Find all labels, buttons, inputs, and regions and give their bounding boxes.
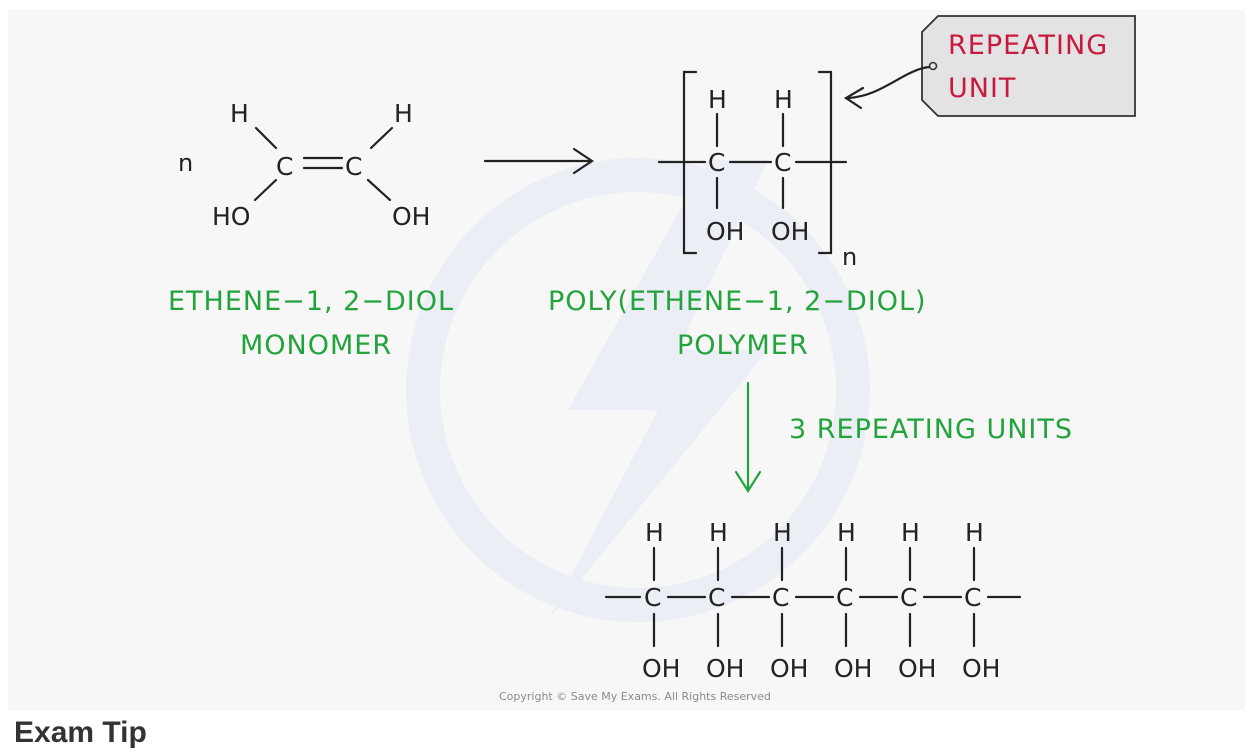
monomer-h-left: H [230,99,249,128]
tag-pointer-arrow [843,65,931,110]
chain-c: C [900,583,917,612]
copyright-notice: Copyright © Save My Exams. All Rights Re… [499,690,771,703]
expanded-polymer-chain: H C OH H C OH H C OH H C OH H [604,518,1022,683]
polymer-oh-left: OH [706,217,744,246]
reaction-arrow [483,147,594,175]
chain-oh: OH [770,654,808,683]
repeating-unit-tag-line2: UNIT [948,73,1016,104]
chain-c: C [644,583,661,612]
chain-oh: OH [706,654,744,683]
polymer-c-right: C [774,148,791,177]
chain-h: H [901,518,920,547]
chain-c: C [964,583,981,612]
chain-h: H [709,518,728,547]
polymer-h-left: H [708,85,727,114]
exam-tip-heading: Exam Tip [14,716,147,749]
chain-oh: OH [898,654,936,683]
polymer-role-label: POLYMER [677,330,809,361]
polymer-c-left: C [708,148,725,177]
monomer-bond [369,126,394,150]
three-repeating-units-label: 3 REPEATING UNITS [789,414,1073,445]
chain-unit-4: H C OH [834,518,872,683]
monomer-oh-right: OH [392,202,430,231]
chain-unit-2: H C OH [706,518,744,683]
polymer-h-right: H [774,85,793,114]
monomer-n-coefficient: n [178,149,193,177]
monomer-role-label: MONOMER [240,330,392,361]
chain-unit-6: H C OH [962,518,1000,683]
polymer-n-subscript: n [842,243,857,271]
repeating-unit-tag-line1: REPEATING [948,30,1108,61]
monomer-bond [253,178,278,202]
chain-unit-3: H C OH [770,518,808,683]
chain-c: C [772,583,789,612]
chain-h: H [773,518,792,547]
monomer-h-right: H [394,99,413,128]
polymer-structure: n H H C C OH OH [657,70,857,271]
monomer-c-right: C [345,152,362,181]
chain-c: C [708,583,725,612]
monomer-c-left: C [276,152,293,181]
chain-h: H [645,518,664,547]
monomer-bond [366,178,392,202]
repeating-unit-tag: REPEATING UNIT [921,15,1136,117]
chain-oh: OH [834,654,872,683]
monomer-name-label: ETHENE−1, 2−DIOL [168,286,454,317]
chain-c: C [836,583,853,612]
monomer-ho-left: HO [212,202,250,231]
polymerisation-diagram: n H H C C HO OH ETHENE−1, 2−DIOL MONOMER… [168,15,1136,703]
monomer-bond [254,126,278,150]
polymer-name-label: POLY(ETHENE−1, 2−DIOL) [548,286,927,317]
chain-oh: OH [642,654,680,683]
watermark-logo [406,158,870,622]
polymer-oh-right: OH [771,217,809,246]
chain-oh: OH [962,654,1000,683]
diagram-panel: n H H C C HO OH ETHENE−1, 2−DIOL MONOMER… [8,10,1245,710]
chain-h: H [837,518,856,547]
chain-h: H [965,518,984,547]
expansion-arrow [734,381,762,494]
monomer-structure: n H H C C HO OH [178,99,430,231]
chain-unit-1: H C OH [642,518,680,683]
chain-unit-5: H C OH [898,518,936,683]
